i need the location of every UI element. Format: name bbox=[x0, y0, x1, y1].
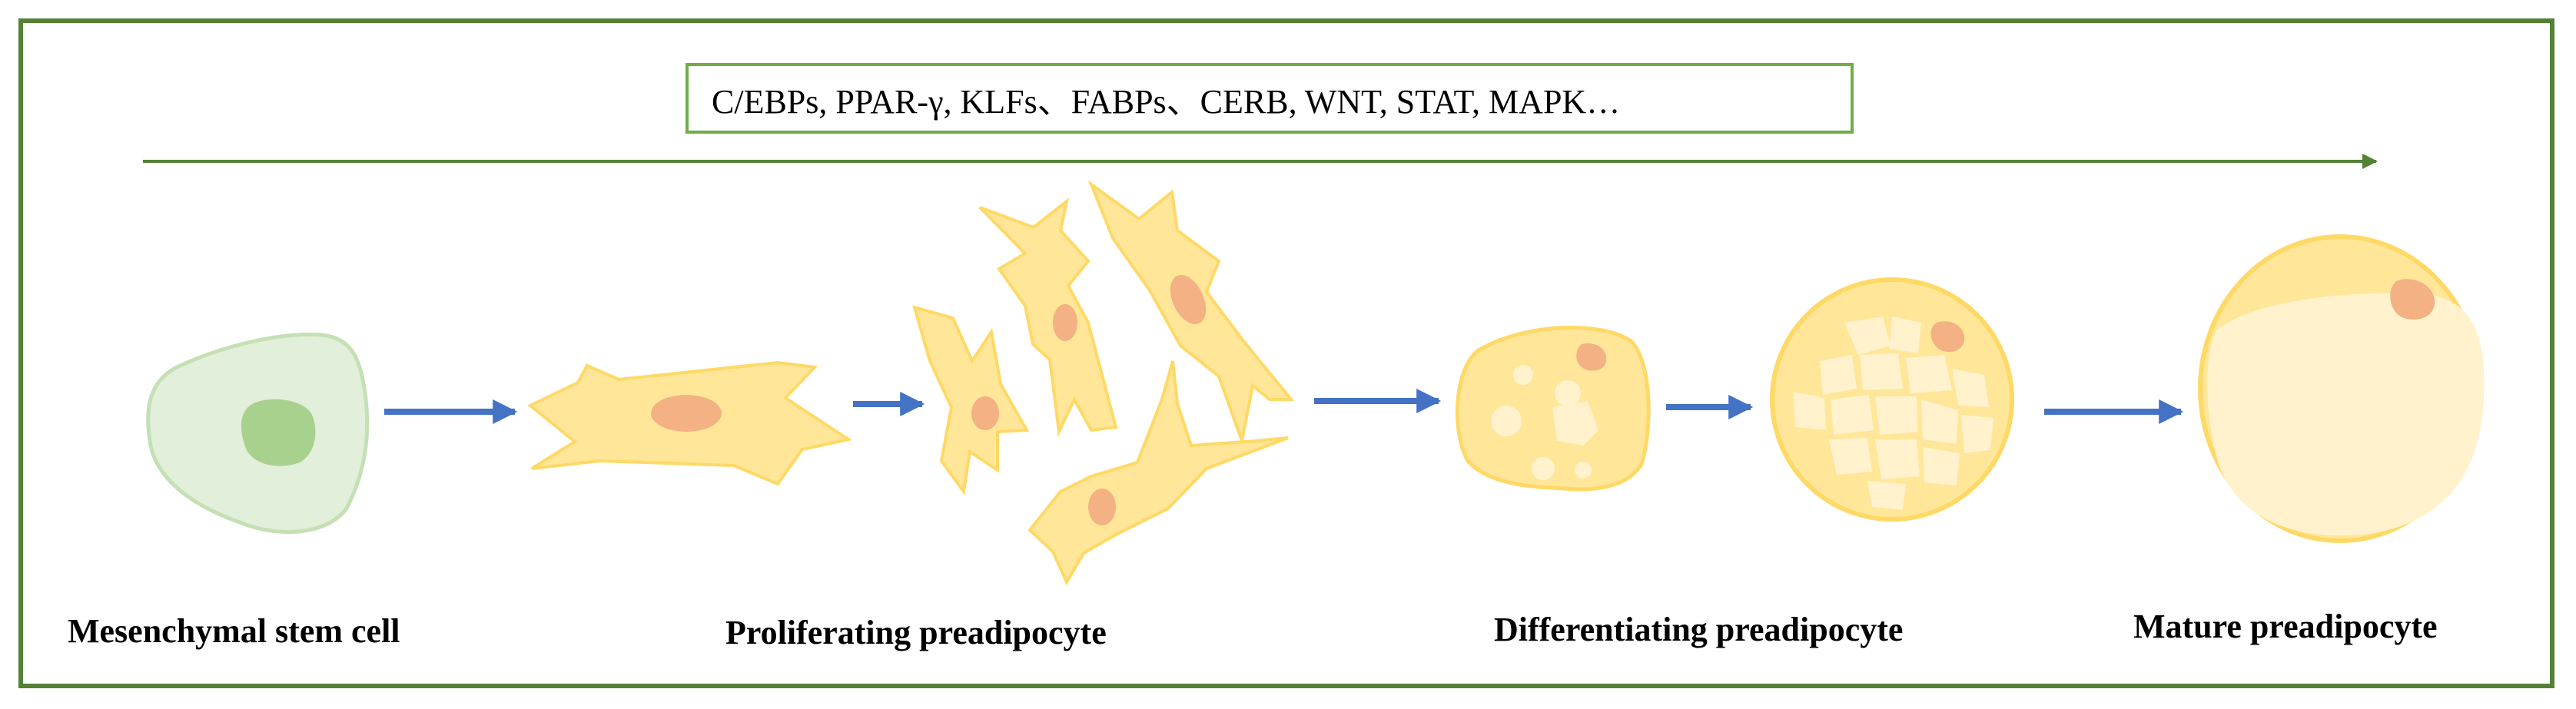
stage-label-proliferating-preadipocyte: Proliferating preadipocyte bbox=[725, 614, 1107, 651]
transcription-factors-box: C/EBPs, PPAR-γ, KLFs、FABPs、CERB, WNT, ST… bbox=[685, 63, 1854, 134]
mature-preadipocyte bbox=[2198, 234, 2485, 543]
proliferating-cell-single bbox=[527, 360, 853, 486]
stage-label-mesenchymal-stem-cell: Mesenchymal stem cell bbox=[68, 612, 400, 650]
differentiating-cell-late bbox=[1770, 277, 2014, 522]
stage-label-differentiating-preadipocyte: Differentiating preadipocyte bbox=[1494, 611, 1904, 648]
transcription-factors-text: C/EBPs, PPAR-γ, KLFs、FABPs、CERB, WNT, ST… bbox=[712, 83, 1621, 121]
proliferating-cell-cluster bbox=[912, 180, 1295, 586]
stage-label-mature-preadipocyte: Mature preadipocyte bbox=[2133, 608, 2438, 645]
differentiating-cell-early bbox=[1455, 326, 1651, 492]
mesenchymal-stem-cell bbox=[146, 333, 370, 535]
